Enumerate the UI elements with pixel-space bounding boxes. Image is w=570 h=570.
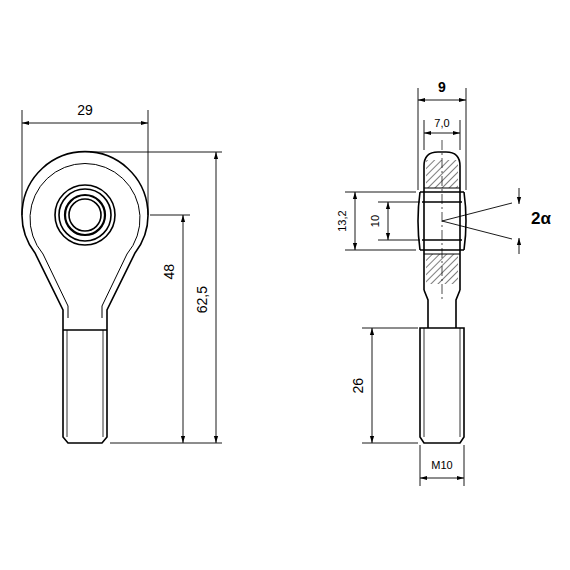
dimension-lines — [22, 88, 519, 486]
dimension-label: 48 — [162, 262, 177, 282]
dimension-label: 26 — [351, 376, 366, 396]
dimension-label: 29 — [75, 103, 95, 118]
dimension-label: 2α — [529, 210, 553, 229]
dimension-label: 7,0 — [432, 117, 451, 129]
side-view — [418, 140, 466, 443]
dimension-label: 9 — [436, 80, 448, 95]
dimension-label: 10 — [369, 213, 381, 229]
front-view — [22, 152, 148, 443]
dimension-label: 62,5 — [195, 284, 210, 315]
dimension-label: M10 — [429, 459, 454, 471]
dimension-label: 13,2 — [336, 208, 348, 233]
